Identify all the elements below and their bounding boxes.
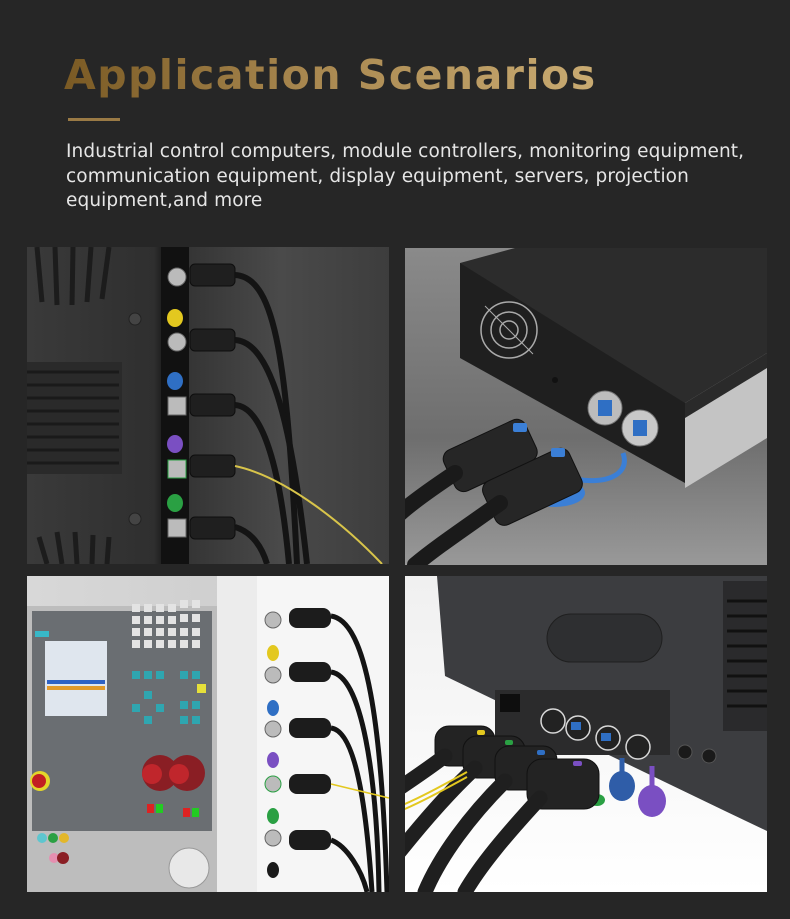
projector-illustration [405,576,767,892]
scenario-image-mini-pc [405,248,767,565]
scenario-image-cnc-panel [27,576,389,892]
scenario-image-industrial-monitor [27,247,389,564]
usb-badge [513,423,527,432]
cnc-panel-illustration [27,576,389,892]
mini-pc-illustration [405,248,767,565]
monitor-rear-illustration [27,247,383,564]
title-underline-divider [68,118,120,121]
page-title: Application Scenarios [64,51,597,99]
application-description: Industrial control computers, module con… [66,141,745,211]
scenario-image-projector [405,576,767,892]
